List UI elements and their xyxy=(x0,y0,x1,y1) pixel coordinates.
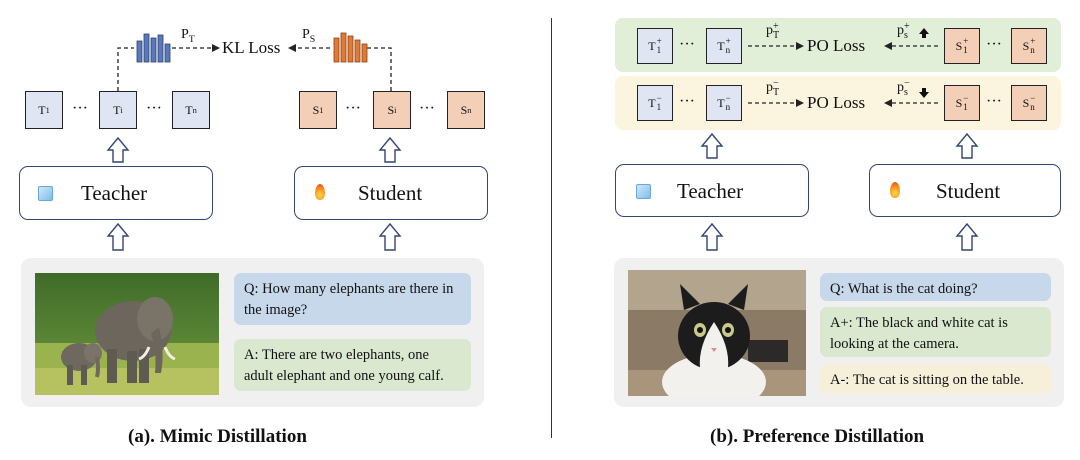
p-student-neg-label: p−s xyxy=(897,78,910,98)
teacher-pos-token-n: T+n xyxy=(706,28,742,64)
student-pos-token-n: S+n xyxy=(1011,28,1047,64)
student-label: Student xyxy=(936,179,1001,203)
student-model: Student xyxy=(294,166,488,220)
input-panel: Q: How many elephants are there in the i… xyxy=(21,258,484,407)
po-loss-pos-label: PO Loss xyxy=(807,36,866,55)
teacher-model: Teacher xyxy=(615,164,809,217)
question-bubble: Q: How many elephants are there in the i… xyxy=(234,273,471,325)
elephants-image xyxy=(35,273,219,395)
teacher-label: Teacher xyxy=(81,181,148,205)
positive-answer-bubble: A+: The black and white cat is looking a… xyxy=(820,307,1051,357)
up-arrows xyxy=(106,136,402,251)
up-arrows-right xyxy=(700,132,979,251)
teacher-distribution-bar-chart-icon xyxy=(136,33,171,63)
teacher-pos-token-1: T+1 xyxy=(637,28,673,64)
p-teacher-label: PT xyxy=(181,27,195,45)
cat-image xyxy=(628,270,806,396)
ellipsis: ··· xyxy=(679,36,695,53)
ellipsis: ··· xyxy=(345,100,361,117)
arrow-up-icon xyxy=(700,132,979,251)
ellipsis: ··· xyxy=(72,100,88,117)
p-student-label: PS xyxy=(302,27,316,45)
student-neg-token-1: S−1 xyxy=(944,85,980,121)
ice-icon xyxy=(38,186,53,201)
student-pos-token-1: S+1 xyxy=(944,28,980,64)
ellipsis: ··· xyxy=(419,100,435,117)
input-panel: Q: What is the cat doing? A+: The black … xyxy=(614,258,1064,407)
arrow-up-icon xyxy=(106,136,402,251)
student-neg-token-n: S−n xyxy=(1011,85,1047,121)
fire-icon xyxy=(315,184,325,200)
positive-row-band xyxy=(615,18,1061,72)
p-teacher-neg-label: p−T xyxy=(766,78,780,98)
teacher-neg-token-1: T−1 xyxy=(637,85,673,121)
kl-connectors xyxy=(117,32,392,91)
teacher-model: Teacher xyxy=(19,166,213,220)
up-arrow-icon xyxy=(919,28,929,38)
fire-icon xyxy=(890,182,900,198)
ellipsis: ··· xyxy=(679,93,695,110)
ellipsis: ··· xyxy=(986,36,1002,53)
teacher-neg-token-n: T−n xyxy=(706,85,742,121)
caption-mimic-distillation: (a). Mimic Distillation xyxy=(128,426,307,447)
kl-loss-label: KL Loss xyxy=(222,38,281,57)
caption-preference-distillation: (b). Preference Distillation xyxy=(710,426,925,447)
down-arrow-icon xyxy=(919,88,929,98)
panel-divider xyxy=(551,18,552,438)
ice-icon xyxy=(636,184,651,199)
student-label: Student xyxy=(358,181,423,205)
student-distribution-bar-chart-icon xyxy=(333,32,368,63)
question-bubble: Q: What is the cat doing? xyxy=(820,273,1051,301)
negative-answer-bubble: A-: The cat is sitting on the table. xyxy=(820,364,1051,394)
p-student-pos-label: p+s xyxy=(897,21,910,41)
student-model: Student xyxy=(869,164,1061,217)
answer-bubble: A: There are two elephants, one adult el… xyxy=(234,339,471,391)
po-loss-neg-label: PO Loss xyxy=(807,93,866,112)
p-teacher-pos-label: p+T xyxy=(766,21,780,41)
po-connectors xyxy=(748,28,938,107)
negative-row-band xyxy=(615,76,1061,130)
teacher-label: Teacher xyxy=(677,179,744,203)
ellipsis: ··· xyxy=(986,93,1002,110)
ellipsis: ··· xyxy=(146,100,162,117)
